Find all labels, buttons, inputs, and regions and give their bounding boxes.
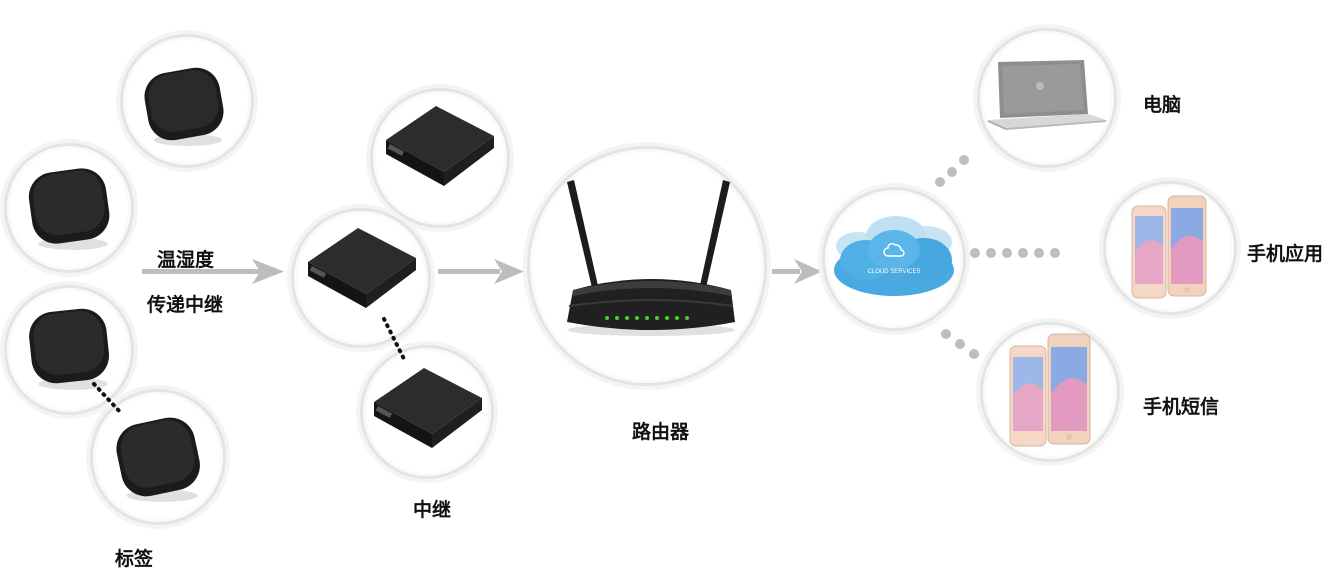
relay-label: 中继: [413, 499, 452, 521]
relay-device-icon: [386, 106, 494, 186]
tag-device-icon: [116, 417, 200, 502]
tag-device-icon: [29, 308, 110, 390]
relay-device-icon: [308, 228, 416, 308]
smartphone-icon: [1009, 333, 1091, 447]
computer-label: 电脑: [1143, 94, 1182, 116]
cloud-to-app-dots: [970, 248, 1060, 258]
arrow-right-icon: [142, 259, 284, 284]
arrow-right-icon: [438, 259, 524, 284]
tag-device-icon: [28, 168, 110, 250]
cloud-to-sms-dots: [941, 329, 979, 359]
tag-dotted-link: [92, 382, 124, 416]
arrow-right-icon: [772, 259, 822, 284]
app-label: 手机应用: [1247, 243, 1324, 265]
router-label: 路由器: [632, 421, 690, 443]
tag-ring-1: [120, 34, 254, 168]
relay-dotted-link: [382, 317, 406, 361]
cloud-icon: CLOUD SERVICES: [834, 216, 954, 296]
tag-label: 标签: [115, 548, 154, 570]
sensor-label: 温湿度: [157, 249, 215, 271]
transmit-label: 传递中继: [147, 294, 224, 316]
cloud-to-laptop-dots: [935, 155, 969, 187]
router-icon: [567, 180, 735, 336]
sms-label: 手机短信: [1143, 396, 1220, 418]
laptop-icon: [988, 60, 1106, 130]
smartphone-icon: [1131, 195, 1207, 299]
cloud-text: CLOUD SERVICES: [868, 269, 921, 275]
tag-device-icon: [144, 67, 224, 146]
relay-device-icon: [374, 368, 482, 448]
